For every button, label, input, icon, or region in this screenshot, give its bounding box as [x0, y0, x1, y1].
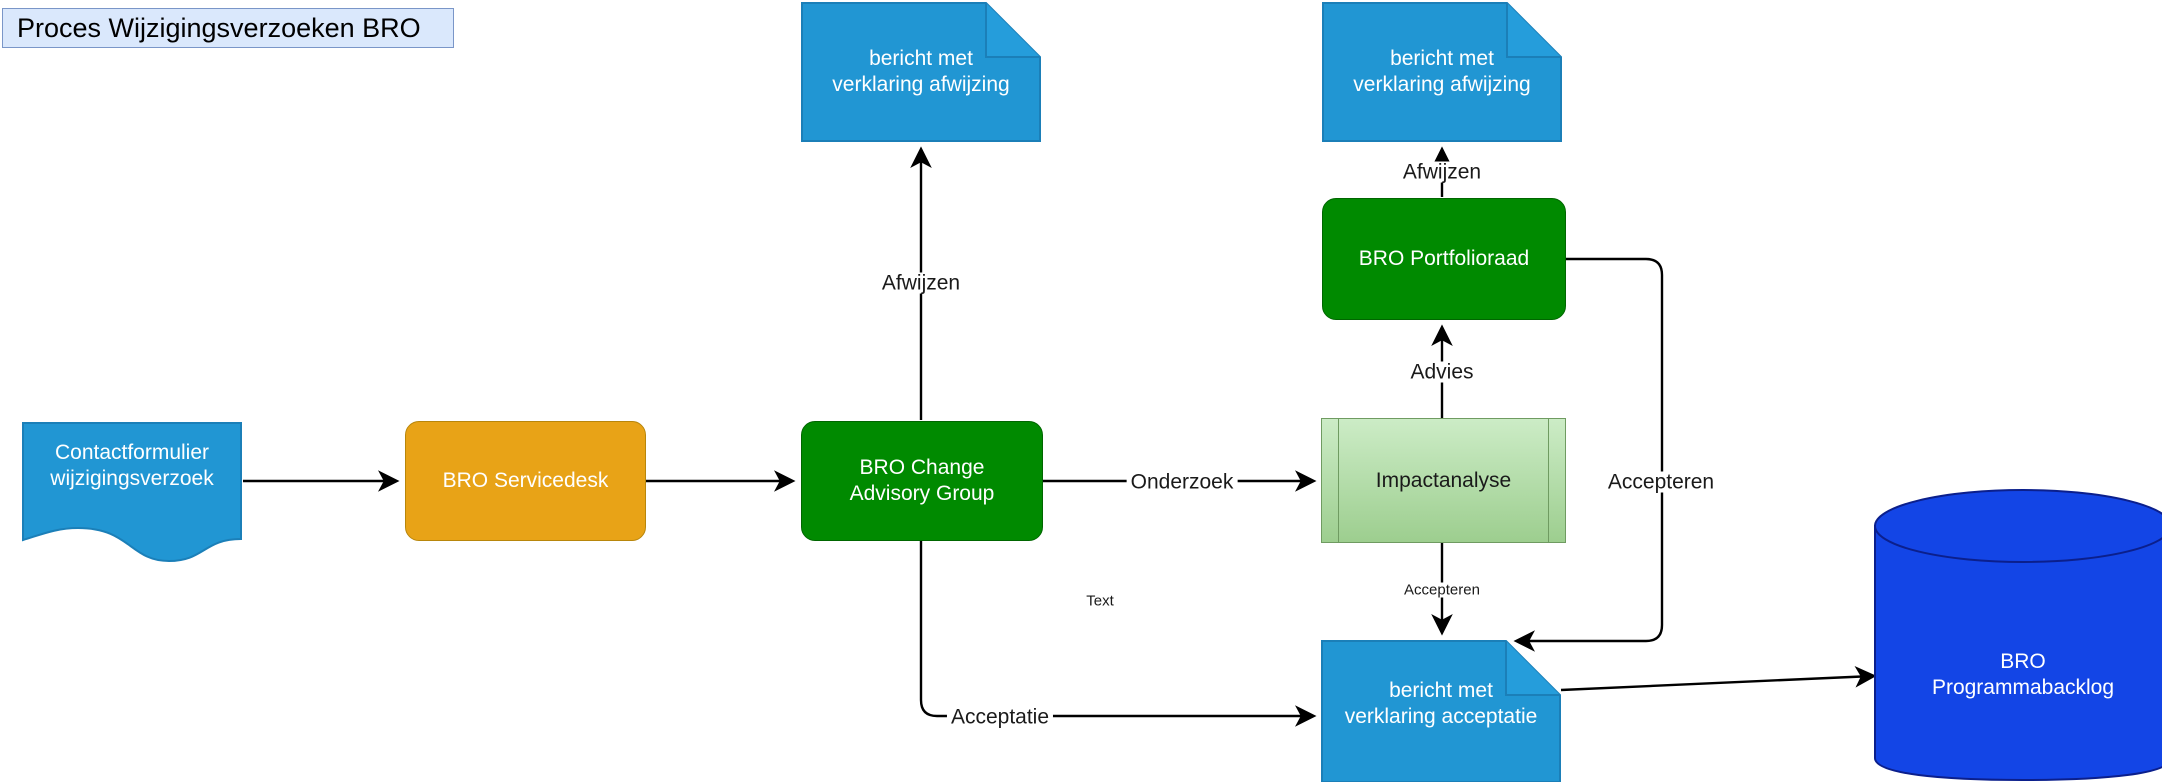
- note-shape: [1321, 640, 1561, 782]
- edge-cag-acceptatie-note: [919, 541, 1317, 727]
- edge-label-accepteren-impactanalyse: Accepteren: [1400, 582, 1484, 598]
- edge-portfolioraad-acceptatie: [1513, 257, 1664, 652]
- node-bro-portfolioraad-text: BRO Portfolioraad: [1358, 247, 1530, 271]
- node-cag-line1: BRO Change: [859, 456, 985, 480]
- wavy-document-shape: [22, 422, 242, 562]
- node-contactformulier[interactable]: Contactformulier wijzigingsverzoek: [22, 422, 242, 562]
- node-bericht-verklaring-afwijzing-portfolioraad[interactable]: bericht met verklaring afwijzing: [1322, 2, 1562, 142]
- edge-label-text: Text: [1082, 593, 1118, 609]
- node-cag-line2: Advisory Group: [849, 482, 995, 505]
- edge-label-advies: Advies: [1406, 361, 1478, 383]
- node-bro-servicedesk-label: BRO Servicedesk: [406, 422, 645, 540]
- page-title-text: Proces Wijzigingsverzoeken BRO: [17, 12, 421, 43]
- edge-label-acceptatie: Acceptatie: [946, 706, 1054, 728]
- note-shape: [1322, 2, 1562, 142]
- edge-label-afwijzen-portfolioraad: Afwijzen: [1398, 161, 1486, 183]
- node-bro-change-advisory-group[interactable]: BRO Change Advisory Group: [801, 421, 1043, 541]
- node-bro-servicedesk[interactable]: BRO Servicedesk: [405, 421, 646, 541]
- node-impactanalyse-label: Impactanalyse: [1322, 419, 1565, 542]
- node-bericht-verklaring-afwijzing-cag[interactable]: bericht met verklaring afwijzing: [801, 2, 1041, 142]
- node-bericht-verklaring-acceptatie[interactable]: bericht met verklaring acceptatie: [1321, 640, 1561, 782]
- subprocess-bar-left: [1338, 419, 1339, 542]
- subprocess-bar-right: [1548, 419, 1549, 542]
- edge-acceptatie-programmabacklog: [1560, 666, 1877, 692]
- note-shape: [801, 2, 1041, 142]
- page-title: Proces Wijzigingsverzoeken BRO: [2, 8, 454, 48]
- cylinder-shape: [1874, 489, 2162, 782]
- edge-label-accepteren-portfolioraad: Accepteren: [1603, 471, 1719, 493]
- node-impactanalyse-text: Impactanalyse: [1375, 468, 1512, 492]
- node-bro-programmabacklog[interactable]: BRO Programmabacklog: [1873, 488, 2162, 782]
- node-bro-portfolioraad[interactable]: BRO Portfolioraad: [1322, 198, 1566, 320]
- node-bro-portfolioraad-label: BRO Portfolioraad: [1323, 199, 1565, 319]
- edge-label-onderzoek: Onderzoek: [1126, 471, 1238, 493]
- node-impactanalyse[interactable]: Impactanalyse: [1321, 418, 1566, 543]
- node-bro-change-advisory-group-label: BRO Change Advisory Group: [802, 422, 1042, 540]
- node-bro-servicedesk-text: BRO Servicedesk: [442, 469, 609, 493]
- edge-label-afwijzen-cag: Afwijzen: [877, 272, 965, 294]
